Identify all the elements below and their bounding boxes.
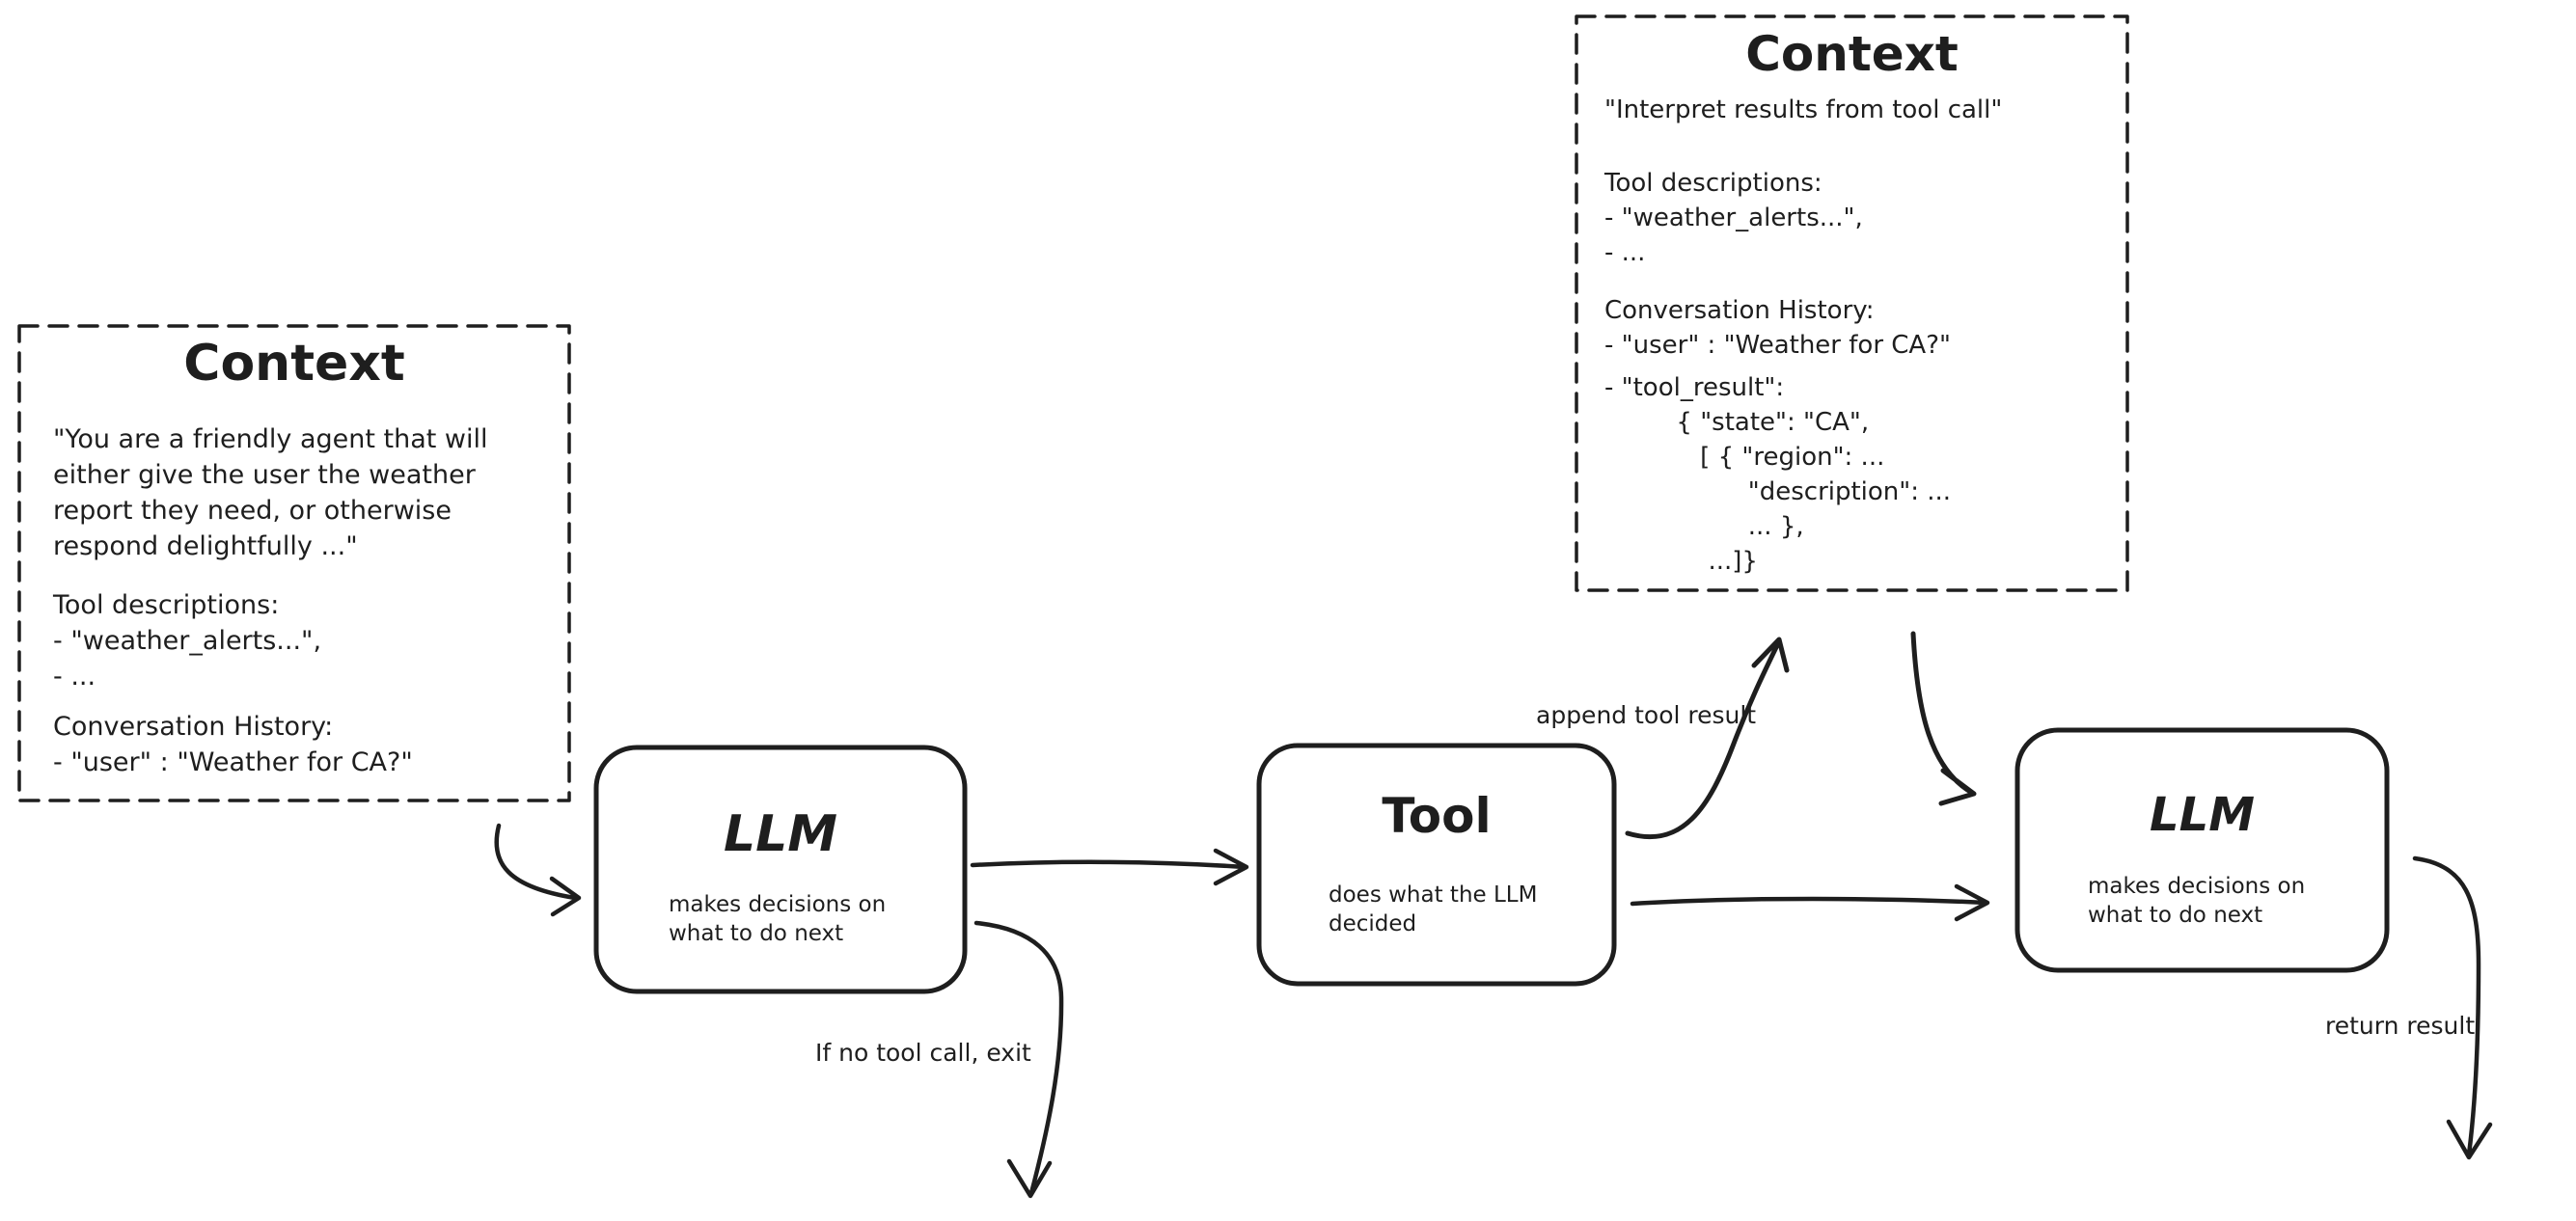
- llm-1-box: [593, 745, 968, 994]
- llm-1-subtitle: makes decisions on what to do next: [669, 892, 887, 946]
- context-top-box: [1575, 14, 2129, 592]
- arrow-llm1-to-tool: [970, 848, 1249, 886]
- context-left-title: Context: [183, 335, 405, 393]
- context-left-tool-descriptions: Tool descriptions: - "weather_alerts..."…: [53, 590, 322, 692]
- arrow-context-left-to-llm1: [494, 823, 582, 917]
- llm-2-title: LLM: [2150, 788, 2255, 842]
- llm-2-subtitle: makes decisions on what to do next: [2088, 874, 2306, 928]
- arrow-tool-to-context-top: [1625, 637, 1790, 840]
- context-top-body: "Interpret results from tool call" Tool …: [1604, 93, 2002, 579]
- context-top-tool-result: - "tool_result": { "state": "CA", [ { "r…: [1604, 373, 1952, 576]
- context-left-conversation-history: Conversation History: - "user" : "Weathe…: [53, 712, 413, 777]
- context-top-tool-descriptions: Tool descriptions: - "weather_alerts..."…: [1604, 169, 1863, 267]
- arrow-llm1-exit: [973, 920, 1064, 1199]
- context-left-system-prompt: "You are a friendly agent that will eith…: [53, 424, 488, 561]
- append-tool-result-label: append tool result: [1536, 701, 1757, 729]
- arrow-context-top-to-llm2: [1910, 631, 1977, 806]
- context-top-title: Context: [1745, 26, 1959, 82]
- tool-subtitle: does what the LLM decided: [1329, 882, 1538, 936]
- context-left-box: [17, 324, 571, 802]
- tool-title: Tool: [1382, 788, 1492, 844]
- llm-1-title: LLM: [723, 805, 837, 863]
- tool-box: [1256, 743, 1617, 987]
- if-no-tool-call-exit-label: If no tool call, exit: [815, 1039, 1031, 1067]
- llm-2-box: [2014, 727, 2390, 973]
- arrow-llm2-return: [2412, 855, 2493, 1160]
- arrow-tool-to-llm2: [1630, 883, 1990, 922]
- context-top-instruction: "Interpret results from tool call": [1604, 95, 2003, 124]
- context-left-body: "You are a friendly agent that will eith…: [53, 421, 488, 780]
- return-result-label: return result: [2325, 1012, 2476, 1040]
- context-top-conversation-history: Conversation History: - "user" : "Weathe…: [1604, 296, 1951, 360]
